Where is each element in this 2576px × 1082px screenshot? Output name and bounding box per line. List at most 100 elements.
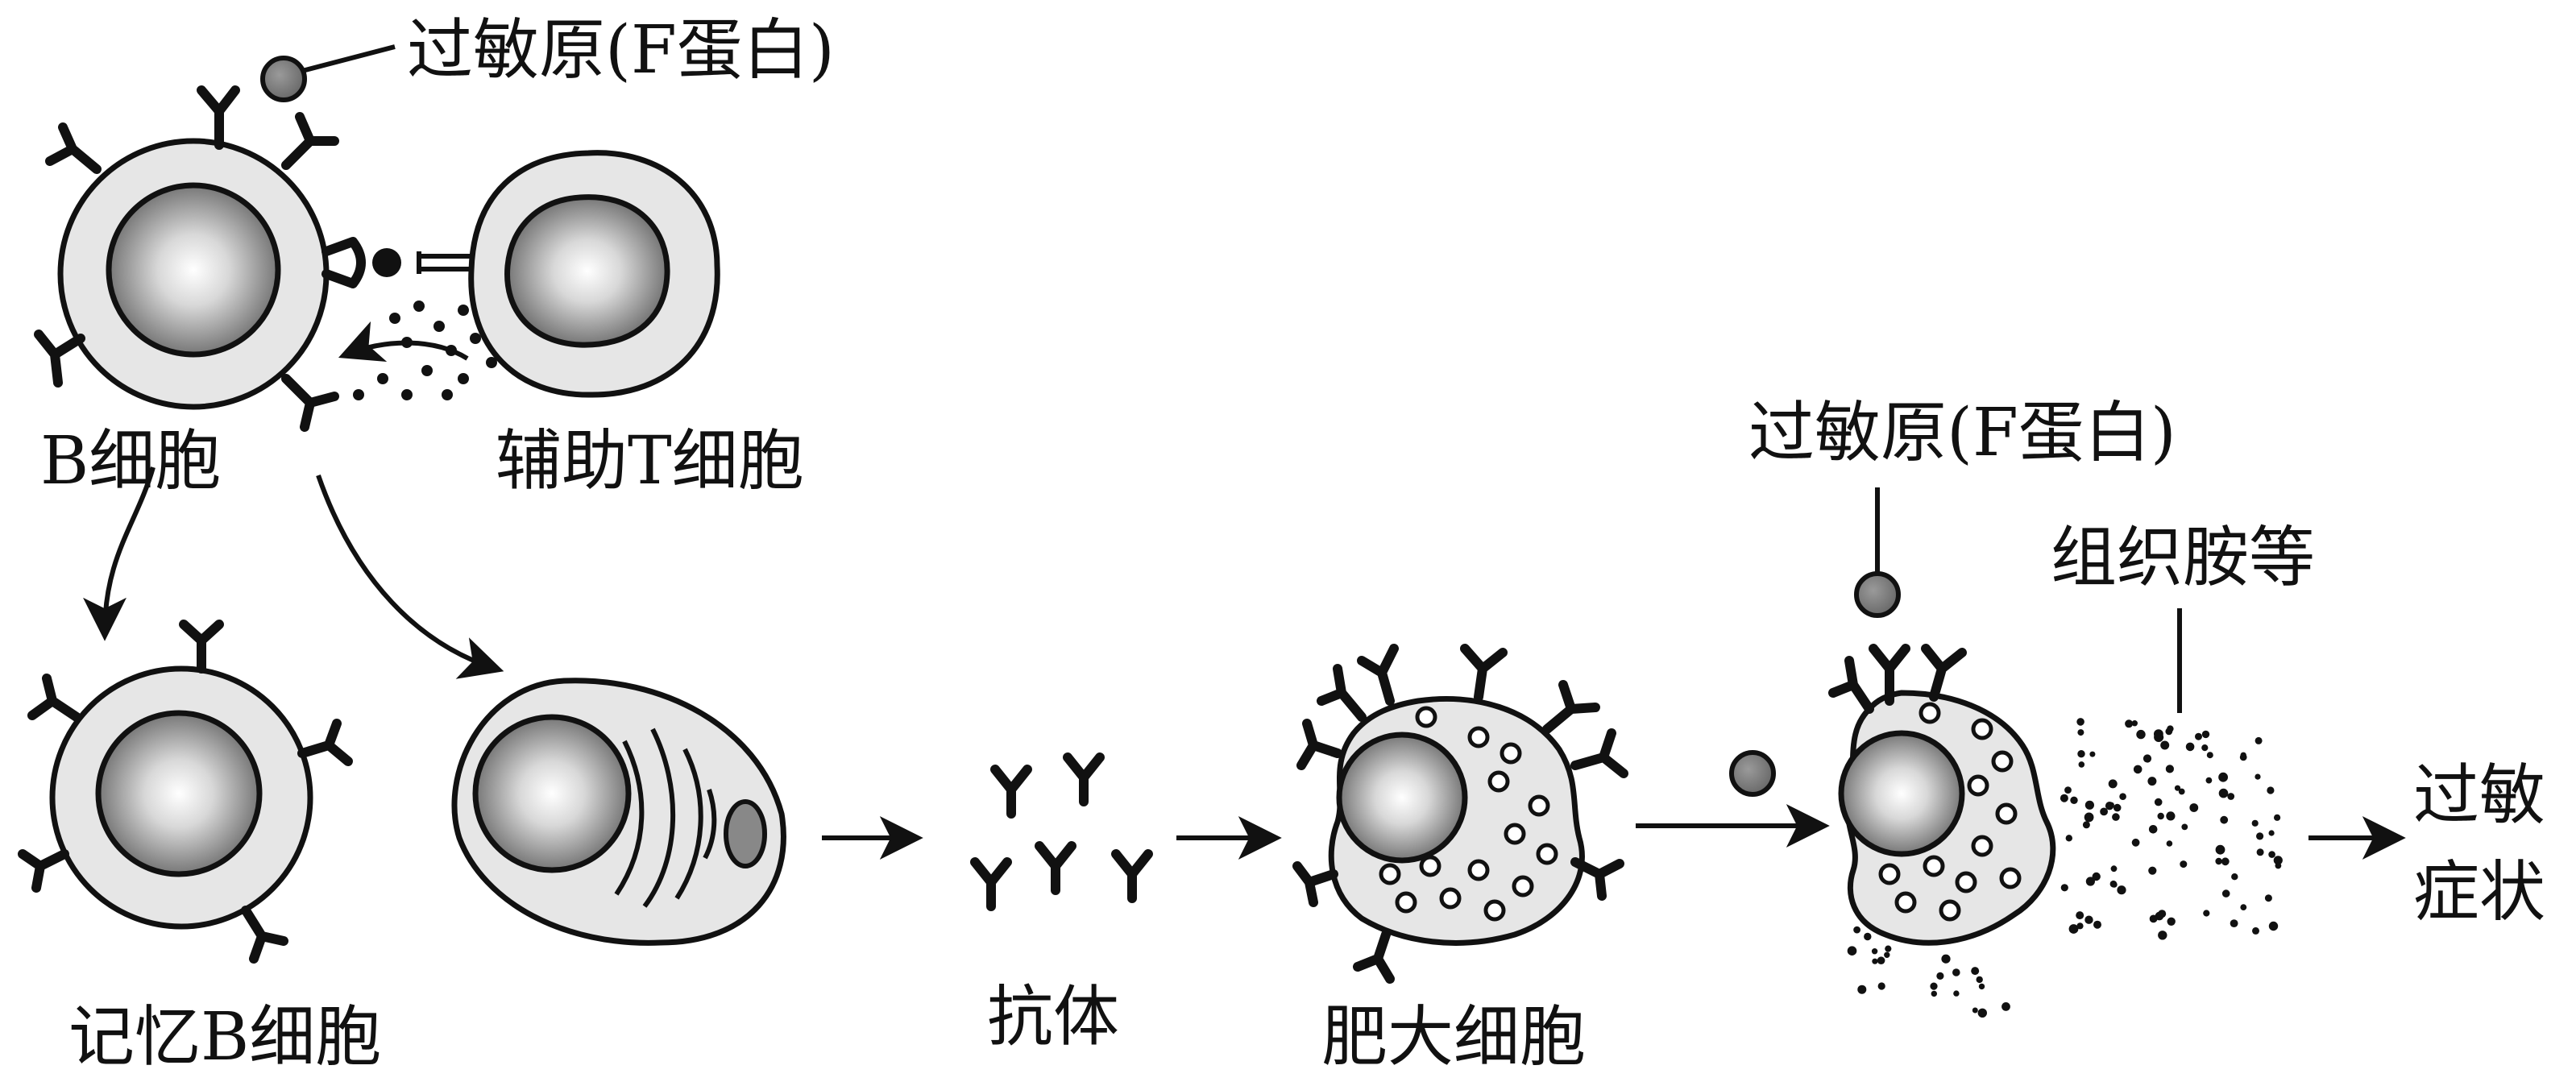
plasma-cell-nucleus: [472, 714, 632, 873]
y-antibody-icon: [1570, 857, 1624, 901]
histamine-dot: [1931, 990, 1937, 997]
label-allergen-right: 过敏原(F蛋白): [1748, 395, 2176, 471]
histamine-dot: [2143, 754, 2152, 763]
histamine-dot: [2274, 814, 2281, 821]
histamine-dot: [2077, 729, 2084, 736]
free-antibodies: [970, 752, 1153, 911]
y-antibody-icon: [1035, 841, 1076, 895]
histamine-dot: [1936, 972, 1944, 980]
histamine-dot: [2220, 815, 2229, 824]
helper-t-cell-nucleus: [504, 194, 670, 348]
y-antibody-icon: [1570, 728, 1628, 778]
y-antibody-icon: [179, 620, 224, 674]
histamine-dot: [2077, 750, 2085, 758]
label-symptom-line1: 过敏: [2413, 757, 2545, 834]
label-symptom-line2: 症状: [2413, 854, 2545, 931]
histamine-dot: [2268, 830, 2275, 836]
histamine-dot: [2255, 773, 2261, 780]
mast-cell-bound-antibodies: [1292, 644, 1628, 984]
y-antibody-icon: [297, 719, 353, 766]
histamine-dot: [2125, 719, 2134, 728]
histamine-dot: [1972, 1007, 1978, 1014]
y-antibody-icon: [1353, 930, 1395, 984]
histamine-dot: [1877, 956, 1885, 964]
y-antibody-icon: [1063, 752, 1105, 806]
histamine-granules: [1847, 718, 2283, 1018]
y-antibody-icon: [27, 674, 81, 722]
histamine-dot: [2148, 866, 2157, 875]
histamine-dot: [1971, 967, 1980, 976]
histamine-dot: [2112, 813, 2120, 821]
histamine-dot: [2275, 862, 2282, 869]
histamine-dot: [1978, 983, 1985, 990]
histamine-dot: [2131, 838, 2140, 847]
histamine-dot: [2160, 740, 2170, 750]
degranulating-mast-cell-nucleus: [1838, 730, 1965, 857]
mast-cell: [1292, 644, 1628, 984]
histamine-dot: [2064, 786, 2072, 794]
arrow-to-plasma-cell: [316, 475, 504, 679]
histamine-dot: [2109, 880, 2118, 888]
y-antibody-icon: [1921, 644, 1967, 702]
histamine-dot: [2264, 894, 2272, 902]
histamine-dot: [2084, 800, 2094, 810]
histamine-dot: [2178, 788, 2185, 795]
histamine-dot: [2165, 728, 2173, 736]
y-antibody-icon: [990, 765, 1032, 819]
er-membrane: [614, 740, 645, 896]
allergen-particle-icon: [260, 56, 307, 102]
histamine-dot: [2060, 794, 2068, 802]
histamine-dot: [2230, 919, 2238, 927]
histamine-dot: [2093, 920, 2101, 929]
y-antibody-icon: [18, 849, 69, 893]
histamine-dot: [1941, 954, 1951, 964]
histamine-dot: [2149, 914, 2158, 923]
histamine-dot: [2084, 812, 2094, 823]
histamine-dot: [1977, 1008, 1987, 1018]
histamine-dot: [2255, 736, 2263, 744]
histamine-dot: [1871, 948, 1878, 955]
y-antibody-icon: [281, 374, 339, 432]
label-allergen-top: 过敏原(F蛋白): [407, 12, 835, 89]
mast-cell-nucleus: [1336, 732, 1468, 864]
histamine-dot: [2201, 730, 2210, 739]
histamine-dot: [2085, 877, 2095, 886]
histamine-dot: [2065, 835, 2072, 842]
y-antibody-icon: [1869, 644, 1910, 706]
b-cell-receptors: [34, 85, 366, 432]
y-antibody-icon: [1828, 656, 1874, 714]
histamine-dot: [2166, 811, 2176, 821]
histamine-dot: [2221, 889, 2230, 898]
histamine-dot: [1847, 946, 1857, 956]
histamine-dot: [2205, 777, 2213, 784]
histamine-dot: [2203, 910, 2210, 917]
arrow-to-memory-b: [83, 466, 156, 641]
histamine-dot: [2147, 777, 2157, 786]
y-antibody-icon: [241, 906, 288, 964]
y-antibody-icon: [45, 122, 102, 174]
histamine-dot: [2189, 803, 2199, 812]
histamine-dot: [1885, 945, 1892, 952]
histamine-dot: [2089, 751, 2096, 757]
histamine-dot: [2154, 729, 2163, 739]
histamine-dot: [2165, 765, 2174, 773]
curved-arrow-icon: [338, 321, 469, 363]
histamine-dot: [2167, 917, 2176, 927]
y-antibody-icon: [1460, 644, 1508, 702]
y-antibody-icon: [1357, 644, 1399, 706]
er-membrane: [703, 789, 717, 860]
b-cell-nucleus: [106, 182, 281, 358]
histamine-dot: [2252, 927, 2259, 935]
histamine-dot: [2227, 793, 2235, 800]
histamine-dot: [2185, 742, 2195, 752]
histamine-dot: [2001, 1002, 2010, 1011]
label-b-cell: B细胞: [40, 423, 221, 500]
histamine-dot: [2117, 885, 2126, 895]
y-antibody-icon: [1317, 664, 1367, 722]
memory-b-cell-nucleus: [95, 710, 263, 877]
histamine-dot: [2131, 720, 2138, 727]
histamine-dot: [2076, 922, 2084, 930]
y-antibody-icon: [34, 330, 85, 388]
